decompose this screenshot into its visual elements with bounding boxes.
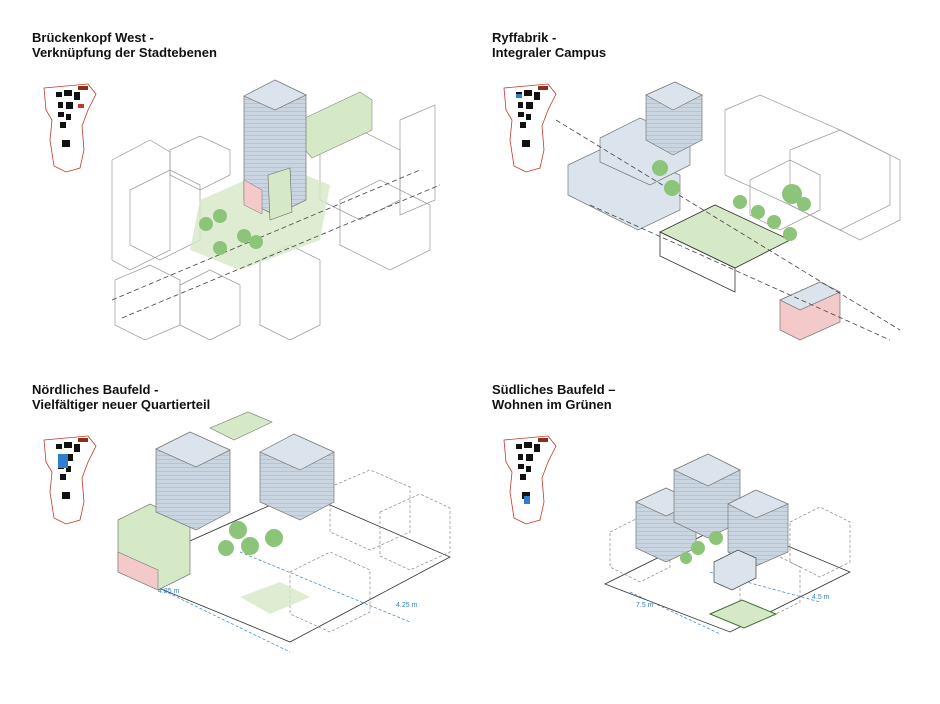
title-line-2: Vielfältiger neuer Quartierteil	[32, 397, 211, 412]
panel-noerdliches-baufeld: Nördliches Baufeld - Vielfältiger neuer …	[0, 352, 470, 704]
panel-title: Brückenkopf West - Verknüpfung der Stadt…	[32, 30, 217, 60]
axonometric-diagram	[604, 453, 851, 635]
title-line-2: Verknüpfung der Stadtebenen	[32, 45, 217, 60]
panel-title: Ryffabrik - Integraler Campus	[492, 30, 606, 60]
elevated-garden	[304, 91, 373, 159]
dimension-label-right: 4.25 m	[396, 602, 418, 609]
title-line-1: Brückenkopf West -	[32, 30, 154, 45]
green-roof-hall	[659, 204, 791, 269]
axonometric-diagram	[555, 81, 901, 341]
title-line-1: Ryffabrik -	[492, 30, 557, 45]
site-minimap	[43, 83, 97, 173]
title-line-2: Integraler Campus	[492, 45, 607, 60]
panel-brueckenkopf-west: Brückenkopf West - Verknüpfung der Stadt…	[0, 0, 470, 352]
dimension-label-left: 7.5 m	[636, 602, 654, 609]
title-line-1: Nördliches Baufeld -	[32, 382, 159, 397]
dimension-label-left: 4.25 m	[158, 588, 180, 595]
site-minimap	[503, 435, 557, 525]
site-minimap	[503, 83, 557, 173]
site-minimap	[43, 435, 97, 525]
panel-ryffabrik: Ryffabrik - Integraler Campus	[460, 0, 930, 352]
axonometric-diagram	[117, 411, 451, 653]
panel-title: Nördliches Baufeld - Vielfältiger neuer …	[32, 382, 210, 412]
title-line-2: Wohnen im Grünen	[492, 397, 612, 412]
axonometric-diagram	[111, 79, 441, 341]
panel-title: Südliches Baufeld – Wohnen im Grünen	[492, 382, 616, 412]
dimension-label-right: 4.5 m	[812, 594, 830, 601]
panel-suedliches-baufeld: Südliches Baufeld – Wohnen im Grünen 7.5…	[460, 352, 930, 704]
title-line-1: Südliches Baufeld –	[492, 382, 616, 397]
